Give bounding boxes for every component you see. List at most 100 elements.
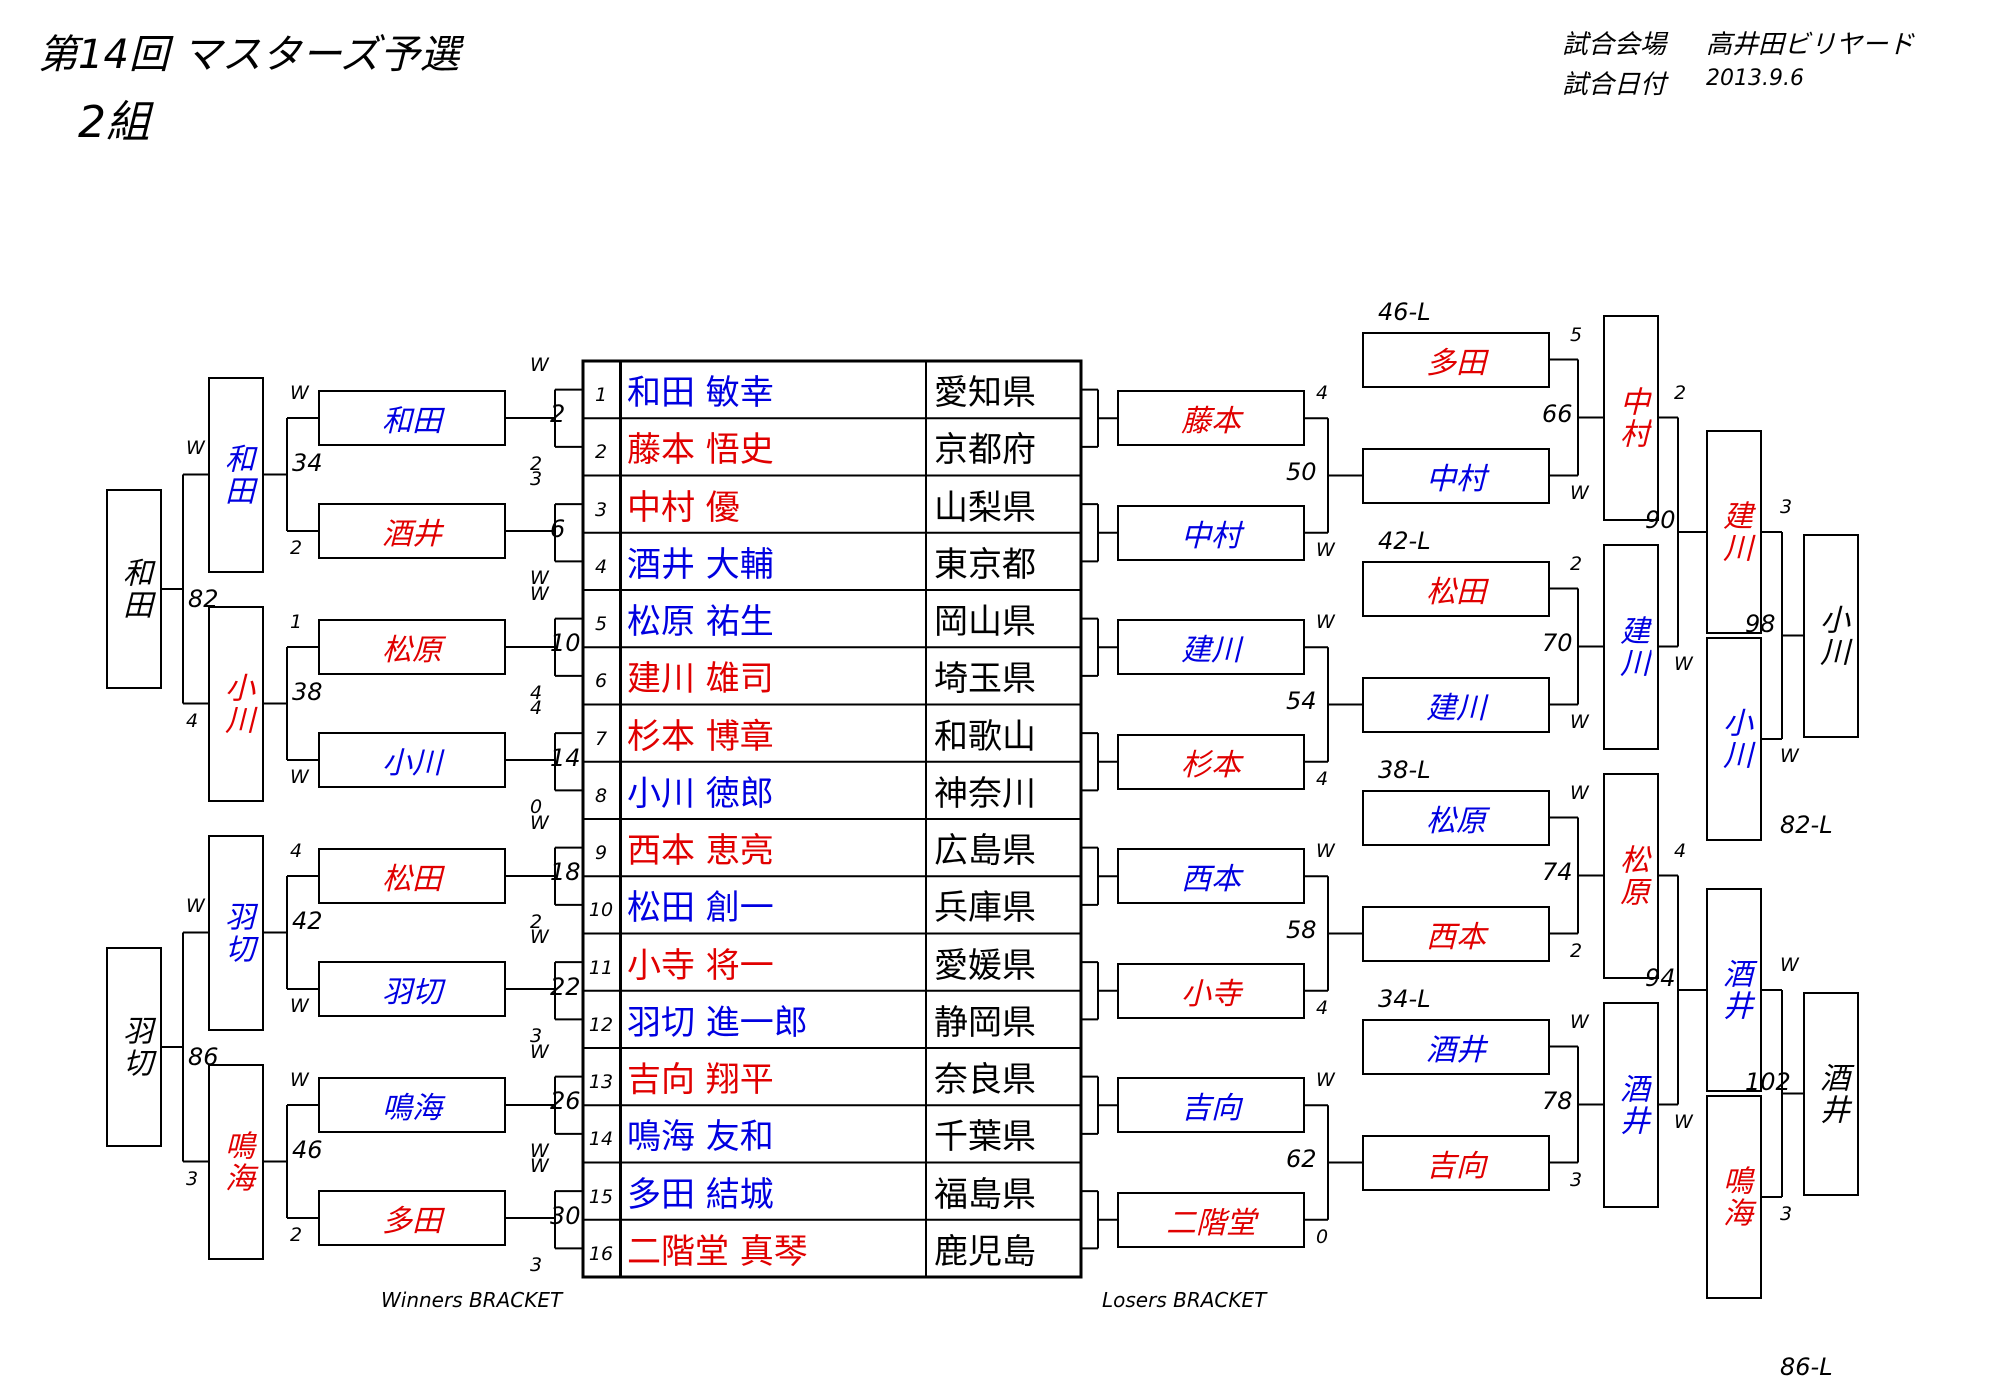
losers-r3-score: W — [1674, 1110, 1693, 1133]
losers-r4-box-label: 建川 — [1717, 500, 1752, 564]
winners-r1-box: 酒井 — [318, 503, 506, 559]
winners-r2-score: 2 — [290, 1224, 303, 1246]
winners-r1-score: 2 — [530, 910, 543, 933]
losers-r2-box: 建川 — [1362, 676, 1550, 733]
winners-r1-score: 0 — [530, 796, 543, 819]
winners-r1-score: W — [530, 567, 549, 590]
player-name: 小寺 将一 — [627, 945, 774, 986]
winners-r3-match-no: 86 — [188, 1043, 219, 1071]
losers-r1-match-no: 58 — [1286, 915, 1317, 944]
player-prefecture: 和歌山 — [934, 716, 1036, 757]
losers-r3-box: 松原 — [1603, 772, 1659, 979]
losers-r2-box: 酒井 — [1362, 1018, 1550, 1075]
winners-r1-score: W — [530, 1155, 549, 1178]
losers-r3-box-label: 建川 — [1614, 614, 1649, 679]
date-value: 2013.9.6 — [1706, 66, 1804, 91]
player-number: 6 — [583, 647, 621, 705]
losers-r4-box: 鳴海 — [1706, 1095, 1762, 1299]
winners-r2-score: W — [290, 995, 309, 1017]
losers-r4-box: 酒井 — [1706, 888, 1762, 1092]
player-name: 酒井 大輔 — [627, 544, 774, 585]
winners-r2-box: 鳴海 — [208, 1063, 264, 1260]
winners-r1-match-no: 22 — [550, 972, 581, 1001]
winners-r1-score: 4 — [530, 681, 543, 704]
winners-r1-match-no: 2 — [550, 400, 566, 429]
winners-r2-box-label: 鳴海 — [219, 1129, 254, 1194]
winners-r1-box: 鳴海 — [318, 1077, 506, 1133]
losers-r2-box: 中村 — [1362, 447, 1550, 504]
player-prefecture: 鹿児島 — [934, 1231, 1036, 1272]
player-number: 4 — [583, 532, 621, 590]
losers-r2-box: 多田 — [1362, 331, 1550, 388]
player-name: 藤本 悟史 — [627, 430, 774, 471]
winners-r1-score: W — [530, 1139, 549, 1162]
player-prefecture: 愛媛県 — [934, 945, 1036, 986]
losers-r1-match-no: 54 — [1286, 686, 1317, 715]
player-prefecture: 兵庫県 — [934, 888, 1036, 929]
losers-r3-box: 中村 — [1603, 314, 1659, 521]
losers-r2-score: 2 — [1570, 552, 1583, 575]
winners-r1-box: 和田 — [318, 390, 506, 446]
losers-r1-score: 4 — [1316, 382, 1329, 405]
winners-r1-score: W — [530, 811, 549, 834]
winners-r2-box-label: 羽切 — [219, 900, 254, 965]
losers-r1-box: 藤本 — [1117, 390, 1305, 447]
losers-r1-box: 建川 — [1117, 619, 1305, 676]
winners-r1-match-no: 18 — [550, 858, 581, 887]
losers-r2-box: 西本 — [1362, 905, 1550, 962]
losers-r2-match-no: 66 — [1542, 399, 1573, 428]
losers-r3-box-label: 中村 — [1614, 385, 1649, 450]
losers-r1-box: 二階堂 — [1117, 1191, 1305, 1248]
player-number: 2 — [583, 418, 621, 476]
winners-r1-box: 多田 — [318, 1190, 506, 1246]
losers-drop-label: 42-L — [1378, 526, 1431, 555]
winners-r2-box: 和田 — [208, 376, 264, 573]
player-number: 16 — [583, 1219, 621, 1277]
player-number: 12 — [583, 990, 621, 1048]
losers-r3-box: 建川 — [1603, 543, 1659, 750]
player-number: 5 — [583, 590, 621, 647]
player-number: 11 — [583, 933, 621, 991]
player-name: 和田 敏幸 — [627, 373, 774, 413]
losers-r3-box-label: 松原 — [1614, 843, 1649, 908]
player-number: 9 — [583, 819, 621, 876]
losers-r1-match-no: 50 — [1286, 457, 1317, 486]
losers-r3-box-label: 酒井 — [1614, 1072, 1649, 1137]
losers-final-box: 酒井 — [1803, 991, 1859, 1196]
winners-r3-score: 3 — [186, 1167, 199, 1190]
losers-drop-label: 38-L — [1378, 755, 1431, 784]
losers-r3-match-no: 94 — [1645, 964, 1676, 992]
player-prefecture: 東京都 — [934, 544, 1036, 585]
player-number: 8 — [583, 761, 621, 819]
player-name: 中村 優 — [627, 487, 740, 528]
player-prefecture: 愛知県 — [934, 373, 1036, 413]
losers-r2-box: 松原 — [1362, 789, 1550, 846]
winners-r3-box-label: 羽切 — [117, 1015, 152, 1079]
winners-r1-box: 松原 — [318, 619, 506, 675]
losers-r3-score: W — [1674, 652, 1693, 675]
winners-r3-box: 羽切 — [106, 947, 162, 1147]
winners-r3-match-no: 82 — [188, 585, 219, 613]
losers-drop-label: 46-L — [1378, 297, 1431, 326]
player-prefecture: 静岡県 — [934, 1002, 1036, 1043]
losers-r1-score: W — [1316, 1069, 1335, 1092]
player-name: 多田 結城 — [627, 1174, 774, 1215]
player-prefecture: 山梨県 — [934, 487, 1036, 528]
player-number: 15 — [583, 1162, 621, 1220]
losers-r1-score: 4 — [1316, 996, 1329, 1019]
losers-r2-score: W — [1570, 710, 1589, 733]
losers-r2-box: 松田 — [1362, 560, 1550, 617]
losers-final-box: 小川 — [1803, 533, 1859, 738]
losers-r4-match-no: 102 — [1745, 1067, 1791, 1096]
losers-r1-score: 0 — [1316, 1225, 1329, 1248]
player-name: 二階堂 真琴 — [627, 1231, 808, 1272]
winners-r1-score: 3 — [530, 1025, 543, 1048]
winners-r1-box: 羽切 — [318, 961, 506, 1017]
winners-r2-score: W — [290, 766, 309, 788]
player-number: 3 — [583, 475, 621, 533]
player-prefecture: 神奈川 — [934, 773, 1036, 814]
losers-r1-score: W — [1316, 840, 1335, 863]
winners-r1-score: 3 — [530, 1254, 543, 1277]
losers-r3-match-no: 90 — [1645, 506, 1676, 534]
losers-r4-box-label: 酒井 — [1717, 958, 1752, 1022]
